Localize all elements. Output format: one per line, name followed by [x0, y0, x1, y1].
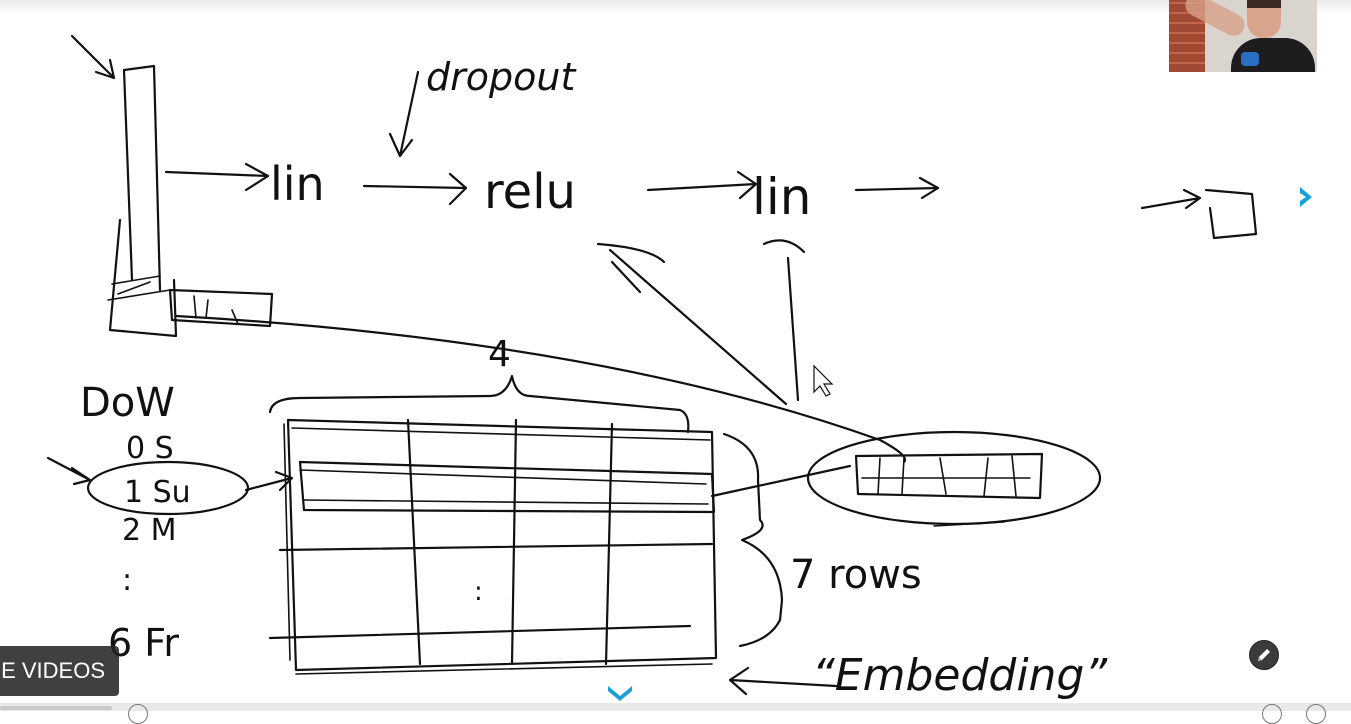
output-box — [1204, 188, 1258, 240]
label-dow: DoW — [80, 380, 175, 426]
label-row-0: 0 S — [126, 431, 174, 466]
input-tower — [108, 64, 178, 338]
label-four: 4 — [488, 334, 511, 375]
arrow-to-lin — [164, 162, 270, 192]
more-videos-button[interactable]: RE VIDEOS — [0, 646, 119, 696]
edit-button[interactable] — [1249, 640, 1279, 670]
label-embedding: “Embedding” — [812, 650, 1108, 701]
presenter-hair — [1247, 0, 1281, 8]
relu-hook — [596, 242, 666, 294]
vector-ellipse — [806, 430, 1102, 526]
mouse-cursor — [813, 364, 834, 397]
table-column-lines — [406, 418, 614, 666]
row-pointer-arrow — [46, 456, 92, 486]
control-icon-right-2[interactable] — [1306, 704, 1326, 724]
control-icon-right-1[interactable] — [1262, 704, 1282, 724]
expand-panel-button[interactable] — [604, 680, 636, 704]
label-dropout: dropout — [426, 55, 577, 99]
label-row-last: 6 Fr — [108, 621, 179, 665]
vector-cells — [861, 455, 1031, 497]
label-dots-table: : — [474, 577, 483, 607]
label-lin-1: lin — [270, 157, 325, 211]
lin-connector — [762, 239, 806, 402]
label-dots-left: : — [122, 563, 132, 598]
columns-brace — [268, 374, 690, 434]
label-row-2: 2 M — [122, 513, 177, 548]
embedding-table — [286, 418, 718, 672]
top-shadow — [0, 0, 1351, 14]
shirt-logo — [1241, 52, 1259, 66]
chevron-right-icon — [1300, 187, 1312, 207]
arrow-to-lin-2 — [646, 170, 758, 200]
next-slide-button[interactable] — [1294, 184, 1318, 210]
label-lin-2: lin — [752, 168, 811, 226]
control-icon-left[interactable] — [128, 704, 148, 724]
vector-underline — [933, 521, 1005, 527]
embedding-arrow — [728, 666, 838, 696]
highlighted-row — [298, 460, 716, 514]
chevron-down-icon — [608, 686, 632, 701]
label-seven-rows: 7 rows — [790, 552, 922, 598]
input-arrow — [70, 34, 116, 80]
pencil-icon — [1258, 649, 1270, 661]
player-control-bar — [0, 703, 1351, 724]
webcam-feed — [1169, 0, 1317, 72]
rows-brace — [722, 432, 784, 648]
dropout-arrow — [388, 70, 420, 158]
tower-scribble — [107, 275, 171, 301]
small-embedding-box — [168, 288, 274, 328]
long-connector — [174, 314, 907, 464]
arrow-after-lin — [854, 176, 940, 200]
label-row-1: 1 Su — [124, 475, 191, 510]
row-to-vector-line — [710, 464, 852, 498]
highlighted-row-extra — [299, 469, 709, 505]
table-outline-extra — [283, 423, 713, 675]
selected-row-ellipse — [86, 460, 250, 516]
embedding-vector — [854, 452, 1044, 500]
more-videos-label: RE VIDEOS — [0, 658, 105, 683]
arrow-to-relu — [362, 172, 468, 206]
small-box-marks — [193, 295, 239, 325]
progress-track[interactable] — [0, 706, 112, 710]
table-row-lines — [268, 542, 714, 640]
relu-connector — [608, 248, 788, 406]
label-relu: relu — [484, 164, 576, 220]
output-arrow — [1140, 188, 1202, 210]
